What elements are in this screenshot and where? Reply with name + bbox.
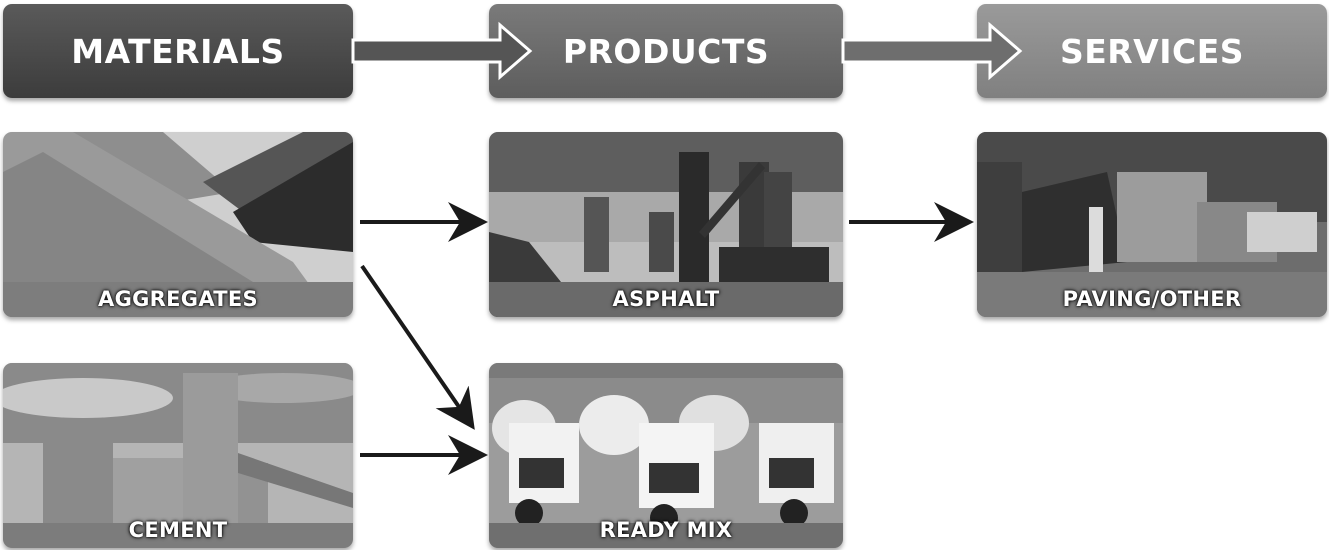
card-aggregates: AGGREGATES: [3, 132, 353, 317]
aggregates-photo: [3, 132, 353, 317]
header-services-label: SERVICES: [1059, 31, 1245, 71]
card-ready-mix: READY MIX: [489, 363, 843, 548]
header-products-label: PRODUCTS: [562, 31, 770, 71]
paving-label: PAVING/OTHER: [1062, 287, 1242, 311]
header-materials-label: MATERIALS: [71, 31, 285, 71]
header-materials: MATERIALS: [3, 4, 353, 98]
header-services: SERVICES: [977, 4, 1327, 98]
arrow-aggregates-readymix: [360, 264, 475, 430]
asphalt-label: ASPHALT: [612, 287, 720, 311]
aggregates-label: AGGREGATES: [98, 287, 258, 311]
ready-mix-photo: [489, 363, 843, 548]
cement-photo: [3, 363, 353, 548]
cement-label: CEMENT: [128, 518, 228, 542]
card-cement: CEMENT: [3, 363, 353, 548]
ready-mix-label: READY MIX: [599, 518, 733, 542]
header-products: PRODUCTS: [489, 4, 843, 98]
card-asphalt: ASPHALT: [489, 132, 843, 317]
paving-photo: [977, 132, 1327, 317]
card-paving: PAVING/OTHER: [977, 132, 1327, 317]
asphalt-photo: [489, 132, 843, 317]
